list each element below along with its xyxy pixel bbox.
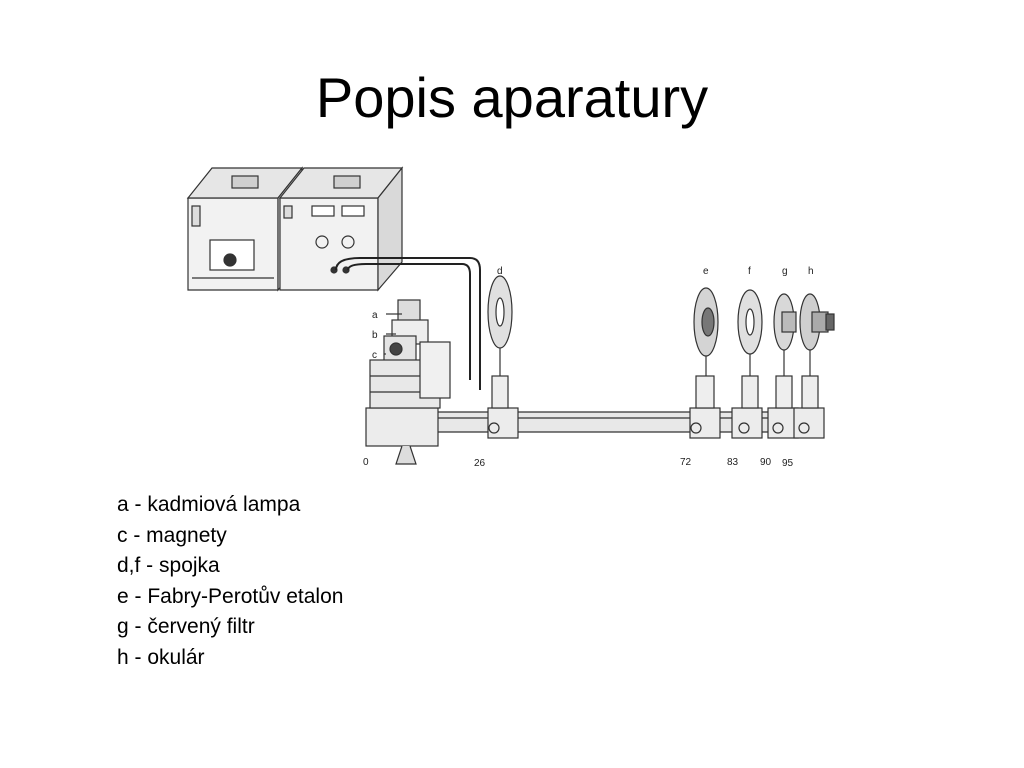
position-83: 83 — [727, 457, 739, 468]
position-0: 0 — [363, 457, 369, 468]
position-95: 95 — [782, 458, 794, 469]
filter-g — [773, 293, 797, 409]
power-supply-right — [278, 166, 404, 292]
label-e: e — [703, 266, 709, 277]
label-b: b — [372, 330, 378, 341]
legend-item-df: d,f - spojka — [117, 554, 220, 577]
label-c: c — [372, 350, 377, 361]
eyepiece-h — [799, 293, 835, 409]
legend-item-h: h - okulár — [117, 645, 205, 669]
label-f: f — [748, 266, 751, 277]
position-72: 72 — [680, 457, 692, 468]
legend-item-e: e - Fabry-Perotův etalon — [117, 584, 344, 608]
legend-item-g: g - červený filtr — [117, 615, 255, 638]
lens-d — [487, 275, 513, 409]
label-g: g — [782, 266, 788, 277]
optical-rail — [365, 407, 825, 465]
legend-item-c: c - magnety — [117, 523, 227, 547]
apparatus-diagram: a b c d e f g h 0 26 72 83 90 95 — [170, 150, 850, 480]
etalon-e — [693, 287, 719, 409]
cables — [335, 257, 481, 390]
cadmium-lamp-assembly — [369, 299, 451, 409]
label-d: d — [497, 266, 503, 277]
slide-title: Popis aparatury — [315, 66, 709, 129]
label-h: h — [808, 266, 814, 277]
lens-f — [737, 289, 763, 409]
position-26: 26 — [474, 458, 486, 469]
legend-item-a: a - kadmiová lampa — [117, 493, 301, 516]
label-a: a — [372, 310, 378, 321]
component-legend: a - kadmiová lampa c - magnety d,f - spo… — [117, 490, 343, 673]
position-90: 90 — [760, 457, 772, 468]
